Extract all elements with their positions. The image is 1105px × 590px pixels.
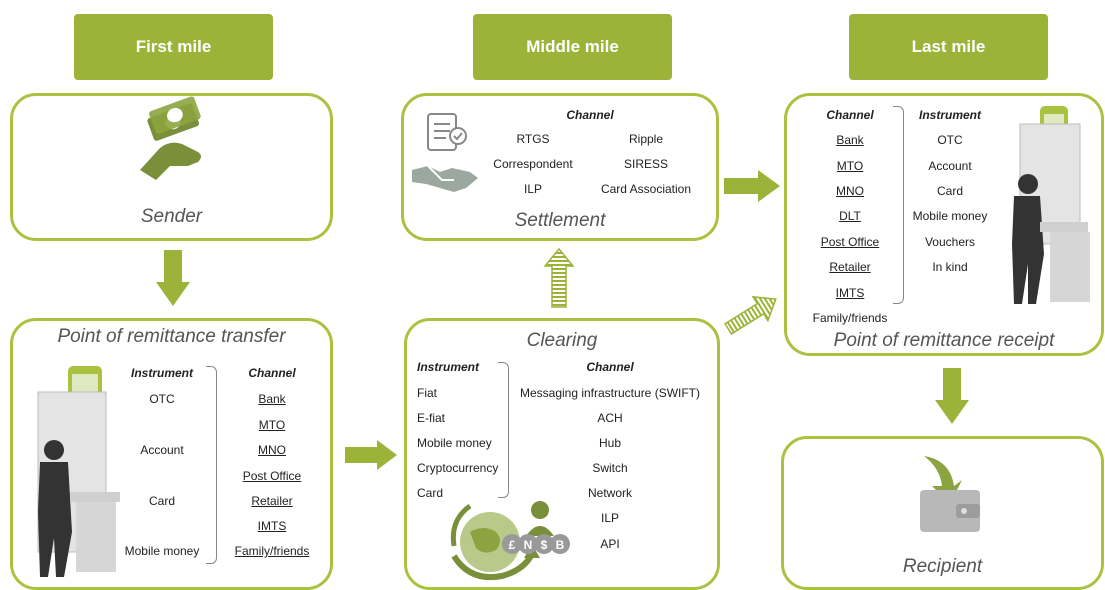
recipient-caption: Recipient <box>902 556 983 577</box>
receipt-instrument: Mobile money <box>912 209 988 223</box>
point-receipt-caption: Point of remittance receipt <box>833 330 1055 351</box>
receipt-channel: DLT <box>839 209 861 223</box>
clearing-channel: API <box>600 537 620 551</box>
point-transfer-title: Point of remittance transfer <box>57 326 286 347</box>
transfer-instrument: Mobile money <box>124 544 200 558</box>
settlement-box <box>401 93 719 241</box>
currency-symbol: £ <box>509 538 516 552</box>
transfer-bracket <box>206 366 217 564</box>
receipt-bracket <box>893 106 904 304</box>
money-hand-icon <box>140 96 201 180</box>
transfer-instrument-heading: Instrument <box>130 366 193 380</box>
receipt-instrument: In kind <box>932 260 968 274</box>
currency-symbol: N <box>524 538 533 552</box>
wallet-icon <box>920 456 980 532</box>
transfer-channel: Post Office <box>242 469 302 483</box>
receipt-channel: IMTS <box>835 286 865 300</box>
settlement-caption: Settlement <box>514 210 606 231</box>
person-at-counter-icon <box>37 366 120 577</box>
receipt-channel: Post Office <box>820 235 880 249</box>
sender-caption: Sender <box>140 206 203 227</box>
receipt-instrument: Account <box>928 159 972 173</box>
settlement-channel-heading: Channel <box>566 108 614 122</box>
settlement-channel: Ripple <box>628 132 664 146</box>
transfer-channel: MTO <box>258 418 286 432</box>
header-first-mile: First mile <box>74 14 273 80</box>
receipt-instrument: Vouchers <box>924 235 976 249</box>
currency-symbol: $ <box>541 538 548 552</box>
clearing-channel: Hub <box>598 436 621 450</box>
arrow-up-striped <box>543 247 575 308</box>
arrow-diagonal-striped <box>724 295 777 335</box>
clearing-channel: ILP <box>600 511 619 525</box>
receipt-instrument: Card <box>936 184 963 198</box>
clearing-instrument: E-fiat <box>417 411 446 425</box>
receipt-instrument-heading: Instrument <box>918 108 981 122</box>
clearing-channel: Network <box>587 486 632 500</box>
receipt-channel: Family/friends <box>812 311 888 325</box>
clearing-channel: ACH <box>597 411 623 425</box>
transfer-channel: Family/friends <box>234 544 310 558</box>
clearing-title: Clearing <box>526 330 598 351</box>
clearing-bracket <box>498 362 509 498</box>
globe-exchange-icon: £ N $ B <box>450 501 570 580</box>
receipt-instrument: OTC <box>937 133 963 147</box>
receipt-channel-heading: Channel <box>826 108 874 122</box>
header-last-mile: Last mile <box>849 14 1048 80</box>
arrow-right-1 <box>345 440 397 470</box>
clearing-instrument: Fiat <box>417 386 438 400</box>
transfer-channel: MNO <box>258 443 286 457</box>
arrow-right-2 <box>724 170 780 202</box>
settlement-channel: Card Association <box>600 182 692 196</box>
clearing-instrument-heading: Instrument <box>417 360 480 374</box>
clipboard-icon <box>427 113 467 151</box>
settlement-channel: RTGS <box>516 132 550 146</box>
transfer-channel-heading: Channel <box>248 366 296 380</box>
settlement-channel: SIRESS <box>623 157 668 171</box>
receipt-channel: MNO <box>836 184 864 198</box>
transfer-channel: Retailer <box>251 494 293 508</box>
clearing-instrument: Cryptocurrency <box>417 461 499 475</box>
clearing-instrument: Card <box>417 486 444 500</box>
header-middle-mile: Middle mile <box>473 14 672 80</box>
person-at-counter-icon <box>1012 106 1090 304</box>
currency-symbol: B <box>556 538 565 552</box>
receipt-channel: Retailer <box>829 260 871 274</box>
clearing-channel-heading: Channel <box>586 360 634 374</box>
transfer-instrument: Card <box>148 494 175 508</box>
clearing-channel: Messaging infrastructure (SWIFT) <box>519 386 701 400</box>
transfer-channel: Bank <box>258 392 286 406</box>
receipt-channel: Bank <box>836 133 864 147</box>
receipt-channel: MTO <box>836 159 864 173</box>
transfer-channel: IMTS <box>257 519 287 533</box>
clearing-channel: Switch <box>592 461 628 475</box>
transfer-instrument: OTC <box>149 392 175 406</box>
settlement-channel: Correspondent <box>493 157 573 171</box>
transfer-instrument: Account <box>140 443 184 457</box>
arrow-down-1 <box>156 250 190 306</box>
handshake-icon <box>412 165 478 192</box>
arrow-down-2 <box>935 368 969 424</box>
settlement-channel: ILP <box>523 182 542 196</box>
clearing-instrument: Mobile money <box>417 436 492 450</box>
